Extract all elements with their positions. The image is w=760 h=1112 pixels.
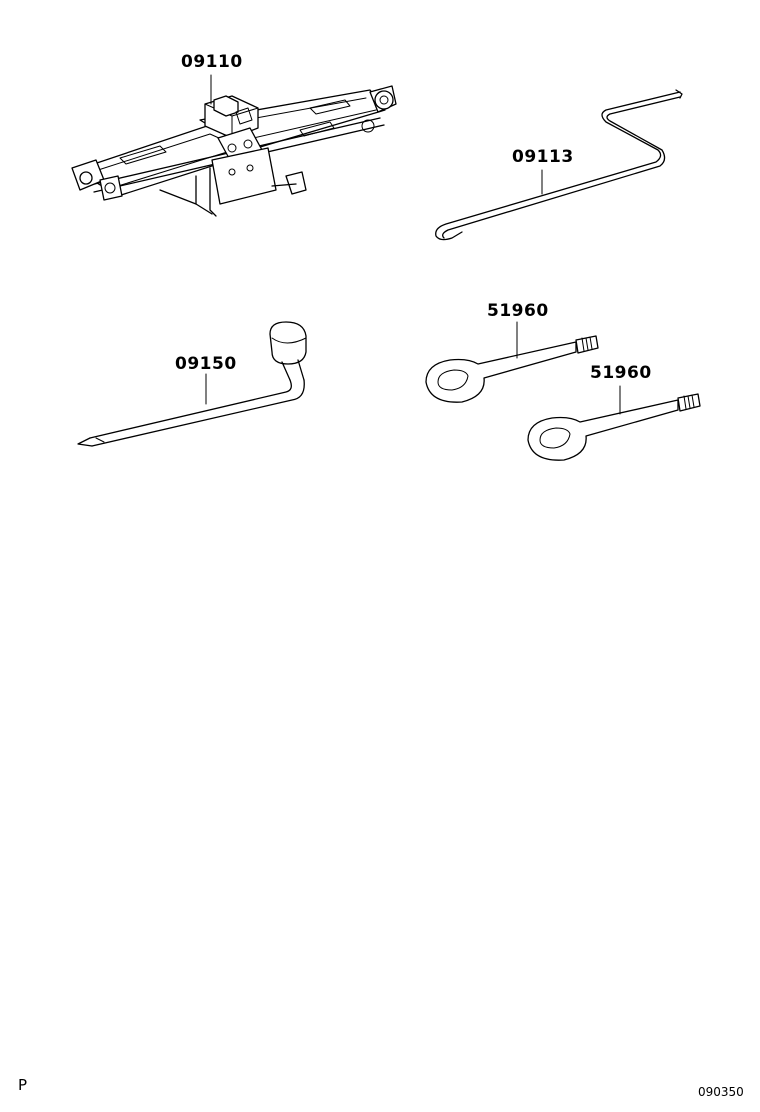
- part-number-jack-handle: 09113: [512, 147, 574, 167]
- scissor-jack-icon: [71, 74, 397, 217]
- part-number-jack: 09110: [181, 52, 243, 72]
- jack-handle-icon: [435, 89, 683, 241]
- part-number-towing-eye-2: 51960: [590, 363, 652, 383]
- part-number-lug-wrench: 09150: [175, 354, 237, 374]
- towing-eye-icon: [527, 385, 701, 461]
- towing-eye-icon: [425, 321, 599, 403]
- part-number-towing-eye-1: 51960: [487, 301, 549, 321]
- footer-left-mark: P: [18, 1076, 28, 1094]
- lug-wrench-icon: [77, 321, 307, 447]
- illustration-code: 090350: [698, 1085, 744, 1099]
